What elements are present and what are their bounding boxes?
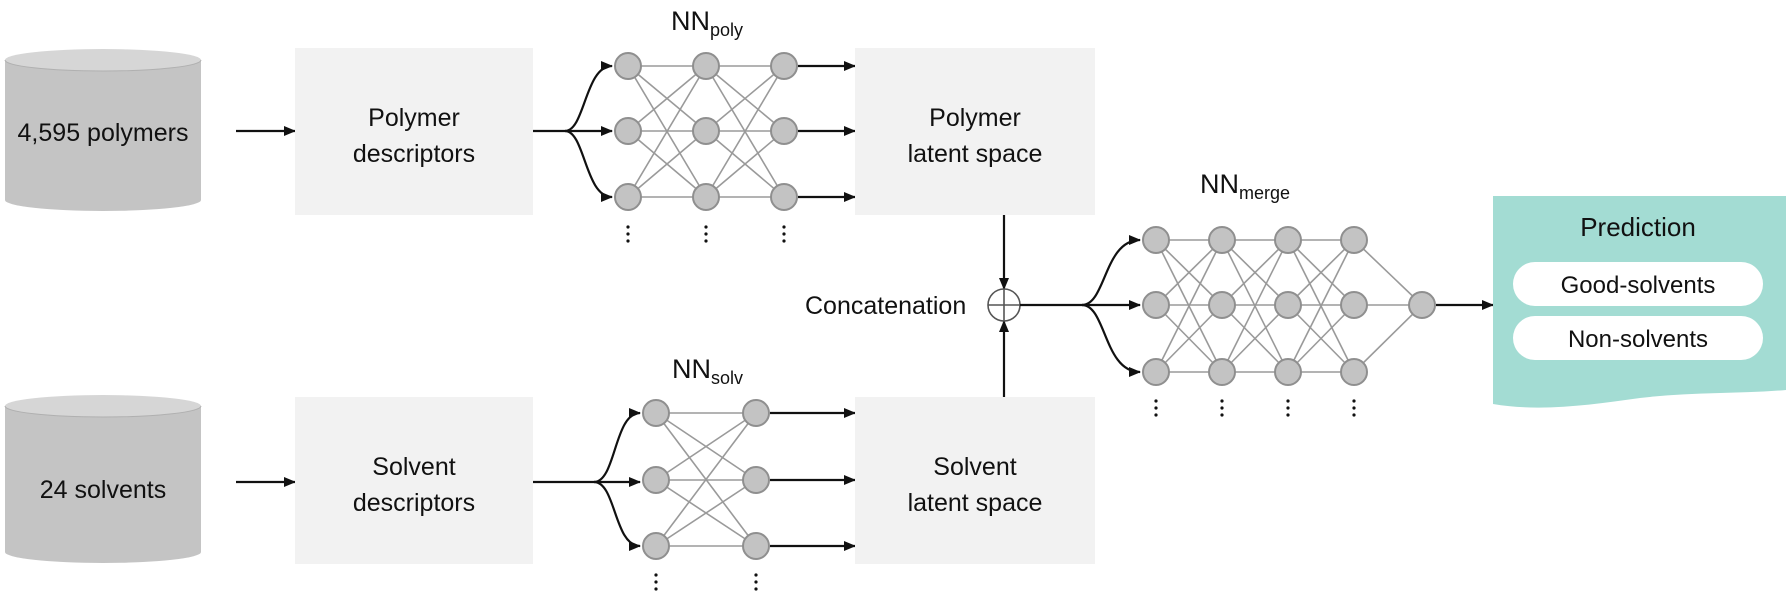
solvent-descriptors-line1: Solvent	[372, 453, 455, 481]
nn-solv-node	[642, 466, 670, 494]
nn-poly-node	[770, 117, 798, 145]
nn-merge-output-node	[1408, 291, 1436, 319]
good-solvents-pill	[1513, 262, 1763, 306]
nn-poly-node	[614, 117, 642, 145]
polymer-latent-box	[855, 48, 1095, 215]
nn-poly-label: NNpoly	[671, 6, 743, 40]
nn-merge-node	[1208, 226, 1236, 254]
non-solvents-pill	[1513, 316, 1763, 360]
nn-merge-node	[1208, 291, 1236, 319]
nn-poly-node	[770, 183, 798, 211]
polymer-descriptors-line1: Polymer	[368, 104, 460, 132]
concatenation-label: Concatenation	[805, 292, 966, 320]
nn-solv-output-arrows	[770, 408, 856, 551]
nn-solv-sub: solv	[711, 368, 743, 388]
nn-solv-node	[742, 532, 770, 560]
solvent-latent-box	[855, 397, 1095, 564]
nn-merge-node	[1274, 358, 1302, 386]
concatenation-operator-icon	[987, 288, 1021, 322]
nn-solv-main: NN	[672, 354, 711, 384]
nn-merge-main: NN	[1200, 169, 1239, 199]
nn-merge-node	[1142, 358, 1170, 386]
nn-poly-node	[692, 52, 720, 80]
nn-merge-network	[1142, 226, 1436, 417]
nn-solv-network	[642, 399, 770, 591]
nn-poly-node	[614, 183, 642, 211]
nn-poly-sub: poly	[710, 20, 743, 40]
nn-merge-sub: merge	[1239, 183, 1290, 203]
nn-solv-node	[742, 399, 770, 427]
polymer-latent-line2: latent space	[908, 140, 1043, 168]
non-solvents-label: Non-solvents	[1568, 326, 1708, 353]
nn-merge-node	[1340, 226, 1368, 254]
polymer-database-icon	[4, 49, 202, 211]
merge-fan-arrows	[1020, 235, 1141, 377]
solvent-latent-line2: latent space	[908, 489, 1043, 517]
nn-poly-node	[770, 52, 798, 80]
solvent-database-icon	[4, 395, 202, 563]
solvent-fan-arrows	[533, 408, 641, 551]
nn-poly-node	[614, 52, 642, 80]
solvent-count-label: 24 solvents	[40, 476, 166, 504]
nn-solv-ellipsis	[654, 573, 758, 591]
nn-poly-node	[692, 117, 720, 145]
prediction-title: Prediction	[1580, 212, 1696, 242]
nn-merge-node	[1274, 291, 1302, 319]
polymer-descriptors-box	[295, 48, 533, 215]
polymer-count-label: 4,595 polymers	[18, 119, 189, 147]
nn-solv-label: NNsolv	[672, 354, 743, 388]
nn-merge-node	[1208, 358, 1236, 386]
good-solvents-label: Good-solvents	[1561, 272, 1716, 299]
nn-merge-node	[1274, 226, 1302, 254]
polymer-fan-arrows	[533, 61, 613, 202]
nn-poly-main: NN	[671, 6, 710, 36]
nn-merge-label: NNmerge	[1200, 169, 1290, 203]
solvent-descriptors-line2: descriptors	[353, 489, 475, 517]
nn-poly-node	[692, 183, 720, 211]
polymer-descriptors-line2: descriptors	[353, 140, 475, 168]
nn-poly-output-arrows	[798, 61, 856, 202]
nn-poly-ellipsis	[626, 225, 786, 243]
solvent-latent-line1: Solvent	[933, 453, 1016, 481]
nn-solv-node	[642, 399, 670, 427]
nn-merge-node	[1340, 291, 1368, 319]
nn-poly-network	[614, 52, 798, 243]
polymer-latent-line1: Polymer	[929, 104, 1021, 132]
nn-merge-node	[1142, 226, 1170, 254]
nn-solv-node	[642, 532, 670, 560]
solvent-descriptors-box	[295, 397, 533, 564]
nn-solv-node	[742, 466, 770, 494]
nn-merge-ellipsis	[1154, 399, 1356, 417]
nn-merge-node	[1142, 291, 1170, 319]
nn-merge-node	[1340, 358, 1368, 386]
